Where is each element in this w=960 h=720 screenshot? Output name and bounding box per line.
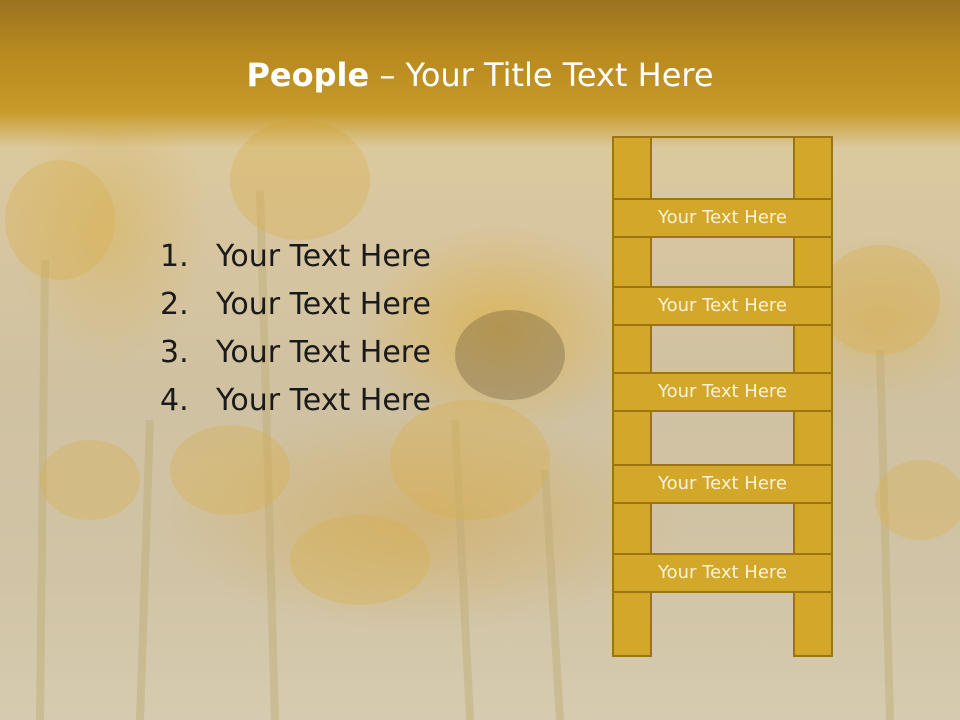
list-number: 2. <box>160 287 189 322</box>
title-bar <box>0 0 960 148</box>
numbered-list: 1. Your Text Here 2. Your Text Here 3. Your… <box>160 233 431 425</box>
list-number: 3. <box>160 335 189 370</box>
list-text: Your Text Here <box>216 287 431 322</box>
ladder-rung: Your Text Here <box>612 553 833 593</box>
list-number: 1. <box>160 239 189 274</box>
list-item: 4. Your Text Here <box>160 377 431 425</box>
ladder-rung: Your Text Here <box>612 198 833 238</box>
list-item: 1. Your Text Here <box>160 233 431 281</box>
list-item: 2. Your Text Here <box>160 281 431 329</box>
list-text: Your Text Here <box>216 239 431 274</box>
ladder-top-edge <box>652 136 793 138</box>
ladder-rung: Your Text Here <box>612 286 833 326</box>
ladder-rung: Your Text Here <box>612 464 833 504</box>
title-rest: Your Title Text Here <box>405 56 714 94</box>
list-text: Your Text Here <box>216 335 431 370</box>
title-separator: – <box>369 56 406 94</box>
title-bold: People <box>246 56 370 94</box>
ladder-rung: Your Text Here <box>612 372 833 412</box>
list-text: Your Text Here <box>216 383 431 418</box>
slide-title: People – Your Title Text Here <box>0 53 960 97</box>
list-number: 4. <box>160 383 189 418</box>
list-item: 3. Your Text Here <box>160 329 431 377</box>
